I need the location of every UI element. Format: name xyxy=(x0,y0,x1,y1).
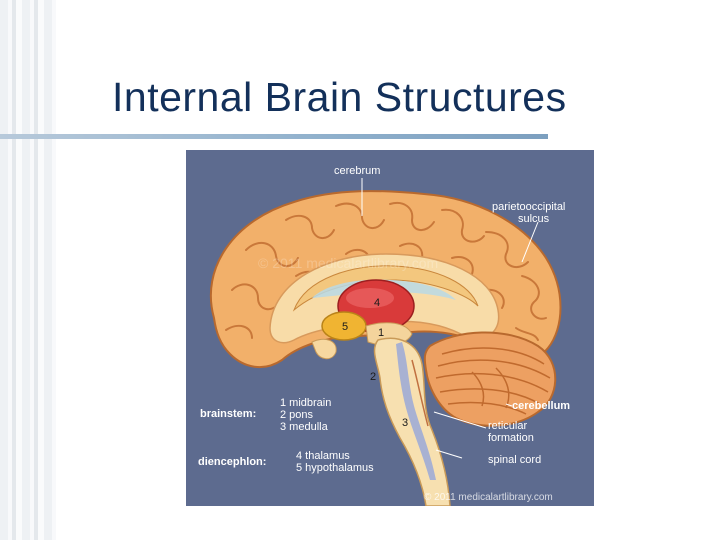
label-midbrain: 1 midbrain xyxy=(280,397,331,409)
title-underline xyxy=(0,134,548,139)
brain-diagram: © 2011 medicalartlibrary.com © 2011 medi… xyxy=(186,150,594,506)
label-number-1: 1 xyxy=(378,327,384,339)
label-number-3: 3 xyxy=(402,417,408,429)
watermark-bottom: © 2011 medicalartlibrary.com xyxy=(424,492,553,503)
label-formation: formation xyxy=(488,432,534,444)
leader-lines xyxy=(361,178,539,459)
pituitary xyxy=(311,338,337,360)
label-parietooccipital: parietooccipital xyxy=(492,201,565,213)
label-cerebellum: cerebellum xyxy=(512,400,570,412)
slide-title: Internal Brain Structures xyxy=(112,74,567,120)
label-sulcus: sulcus xyxy=(518,213,550,225)
decorative-stripes xyxy=(0,0,56,540)
label-brainstem: brainstem: xyxy=(200,408,256,420)
label-number-4: 4 xyxy=(374,297,380,309)
label-spinal-cord: spinal cord xyxy=(488,454,541,466)
label-cerebrum: cerebrum xyxy=(334,165,380,177)
watermark-center: © 2011 medicalartlibrary.com xyxy=(258,255,438,271)
label-hypothalamus: 5 hypothalamus xyxy=(296,462,374,474)
label-thalamus: 4 thalamus xyxy=(296,450,350,462)
label-medulla: 3 medulla xyxy=(280,421,329,433)
cerebellum-folia xyxy=(435,347,551,415)
label-number-2: 2 xyxy=(370,371,376,383)
label-diencephalon: diencephlon: xyxy=(198,456,266,468)
label-pons: 2 pons xyxy=(280,409,314,421)
label-reticular: reticular xyxy=(488,420,527,432)
label-number-5: 5 xyxy=(342,321,348,333)
